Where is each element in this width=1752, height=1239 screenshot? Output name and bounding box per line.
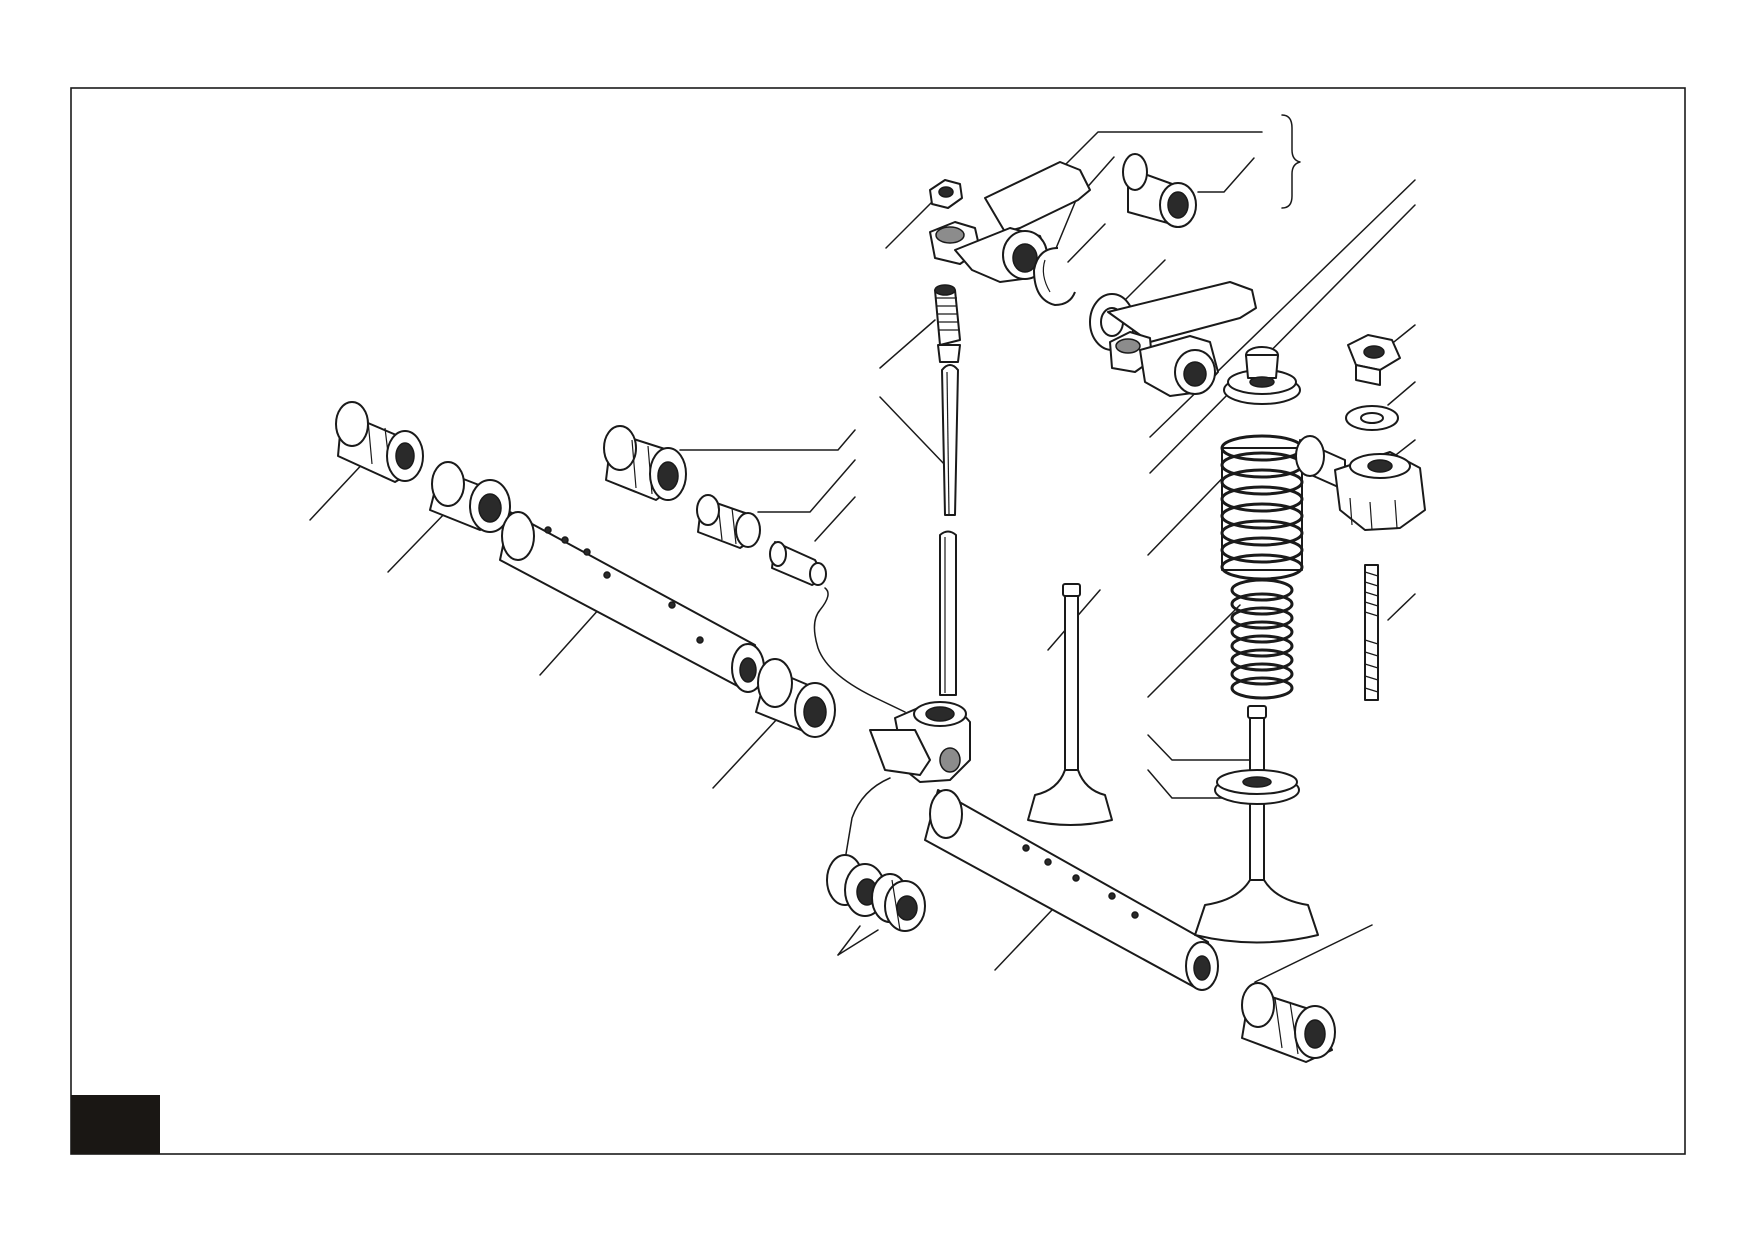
leader-small-bush-b [837, 929, 879, 956]
leader-pin [814, 496, 856, 542]
dowel-pin [769, 541, 827, 586]
leader-rocker-bush-top [1197, 157, 1255, 193]
leader-circlip-lower [1067, 223, 1106, 263]
cap-nut-right [1295, 435, 1426, 531]
adjuster-screw [934, 284, 961, 363]
cam-follower-arm [869, 701, 971, 783]
circlip-upper [1033, 247, 1076, 306]
leader-end-bush-right [1254, 924, 1373, 983]
inner-valve-spring [1230, 578, 1294, 700]
leader-bush-mid [712, 717, 779, 789]
leader-bush-small [757, 459, 856, 513]
exhaust-valve [1194, 705, 1319, 944]
leader-shaft-right [994, 909, 1053, 971]
end-bush-left [335, 401, 424, 483]
rocker-arm-upper [929, 161, 1091, 283]
leader-inner-spring [1147, 604, 1241, 698]
diagram-frame [70, 87, 1686, 1155]
group-brace [1281, 114, 1301, 209]
spring-seat [1214, 769, 1300, 805]
leader-washer-right [1387, 381, 1416, 406]
washer-right [1345, 405, 1399, 431]
bush-left [429, 461, 511, 533]
leader-end-bush-left [309, 457, 369, 521]
intake-valve [1027, 583, 1113, 826]
leader-lines [309, 131, 1416, 983]
leader-pin-to-arm [813, 587, 906, 713]
leader-washer [1124, 259, 1166, 301]
spring-cap [1223, 346, 1301, 405]
end-bush-right [1241, 982, 1336, 1063]
rocker-shaft-left [499, 511, 765, 693]
leader-spring-seat [1147, 769, 1233, 799]
leader-small-bushes [844, 777, 891, 861]
leader-locknut [885, 197, 937, 249]
bush-middle [755, 658, 836, 738]
leader-small-bush-a [837, 925, 861, 956]
small-bush-a [826, 854, 886, 917]
page-tab [71, 1095, 160, 1154]
rocker-shaft-right [924, 789, 1219, 991]
sleeve-large [603, 425, 687, 501]
hex-nut-right [1347, 334, 1401, 386]
stud-right [1364, 564, 1379, 701]
rocker-arm-lower [1107, 281, 1257, 397]
small-bush-b [871, 873, 926, 932]
leader-spring-cap-b [1149, 204, 1416, 474]
rocker-bush-upper [1122, 153, 1197, 228]
leader-sleeve-left [679, 429, 856, 451]
leader-adjuster-screw [879, 319, 936, 369]
leader-stud [1387, 593, 1416, 621]
leader-collet [1147, 734, 1256, 761]
pushrod-upper [941, 364, 959, 516]
bush-small-center [696, 494, 761, 549]
leader-shaft-left [539, 607, 601, 676]
leader-bush-left [387, 509, 449, 573]
locknut-top [929, 179, 963, 209]
pushrod-lower [939, 530, 957, 696]
leader-pushrod [879, 396, 947, 467]
outer-valve-spring [1220, 434, 1304, 581]
